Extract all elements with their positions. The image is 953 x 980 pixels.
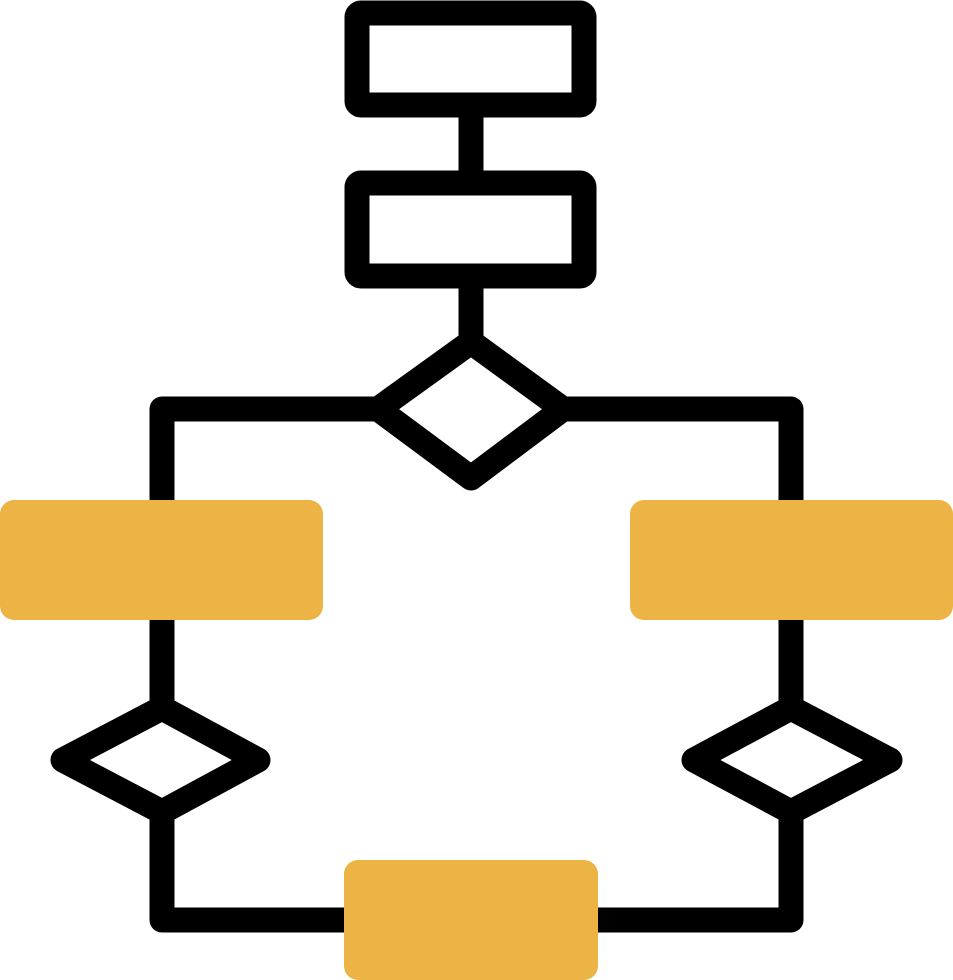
outlined-shapes — [50, 0, 903, 825]
process-box-second — [344, 170, 597, 289]
process-box-left — [0, 500, 323, 620]
decision-diamond-top — [365, 329, 576, 491]
decision-diamond-right — [681, 695, 903, 825]
decision-diamond-left — [50, 695, 271, 825]
process-box-top — [344, 0, 597, 118]
process-box-right — [630, 500, 953, 620]
process-box-bottom — [344, 860, 598, 980]
accent-boxes — [0, 500, 953, 980]
